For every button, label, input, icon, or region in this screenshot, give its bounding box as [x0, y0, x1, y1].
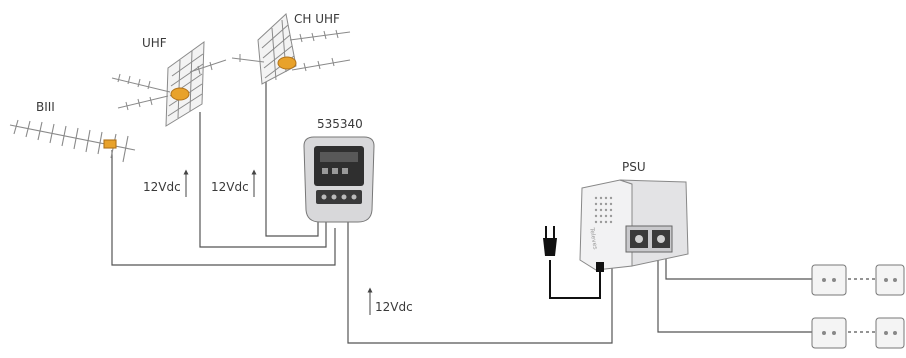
- wall-outlet-icon: [875, 264, 905, 296]
- psu-brand-label: Televes: [588, 226, 599, 250]
- biii-label: BIII: [36, 100, 55, 114]
- cable-biii: [111, 150, 336, 266]
- yagi-antenna-icon: [9, 119, 136, 163]
- uhf-label: UHF: [142, 36, 167, 50]
- cable-ch-uhf: [265, 80, 319, 237]
- wall-outlet-icon: [875, 317, 905, 349]
- ch-uhf-panel-antenna-icon: [231, 13, 351, 85]
- uhf-panel-antenna-icon: [111, 40, 227, 127]
- wall-outlet-icon: [811, 264, 847, 296]
- ch-uhf-label: CH UHF: [294, 12, 340, 26]
- cable-uhf: [199, 112, 327, 248]
- amplifier-model-label: 535340: [317, 117, 363, 131]
- power-plug-icon: [543, 226, 604, 299]
- voltage-label-1: 12Vdc: [143, 180, 181, 194]
- voltage-label-3: 12Vdc: [375, 300, 413, 314]
- multiband-amplifier-icon: [303, 136, 375, 223]
- power-supply-unit-icon: Televes: [579, 179, 689, 271]
- voltage-label-2: 12Vdc: [211, 180, 249, 194]
- psu-label: PSU: [622, 160, 646, 174]
- cable-amp-to-psu: [347, 222, 613, 344]
- wall-outlet-icon: [811, 317, 847, 349]
- voltage-arrows: [183, 169, 373, 315]
- cable-psu-out-2: [657, 255, 812, 333]
- cables: [111, 80, 876, 344]
- cable-psu-out-1: [665, 255, 812, 280]
